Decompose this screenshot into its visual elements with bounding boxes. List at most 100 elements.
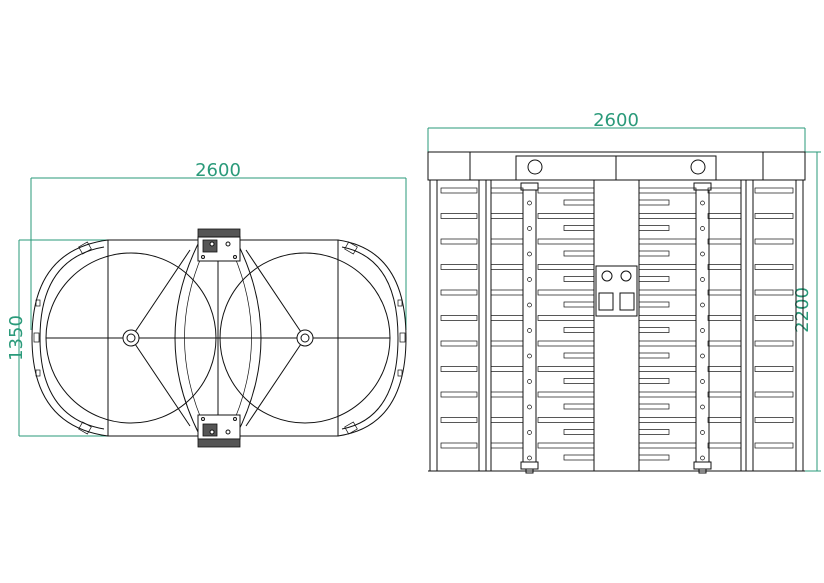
rotor-arm (638, 199, 670, 206)
front-view: 2600 2200 (427, 110, 821, 474)
rotor-arm (638, 276, 670, 282)
rotor-arm (638, 442, 697, 449)
fence-bar (754, 238, 794, 245)
rotor-arm (563, 225, 595, 231)
top-depth-label: 1350 (6, 315, 27, 361)
post-bolt (527, 353, 532, 359)
post-bolt (700, 430, 705, 435)
rotor-arm (563, 378, 595, 384)
fence-bar (754, 264, 794, 270)
rotor-arm (537, 417, 595, 423)
fence-bar (707, 391, 742, 398)
fence-bar (754, 213, 794, 219)
post-bolt (527, 404, 532, 410)
top-width-label: 2600 (195, 160, 241, 181)
fence-bar (754, 417, 794, 423)
fence-bar (754, 289, 794, 296)
fence-bar (707, 289, 742, 296)
post-bolt (700, 455, 705, 461)
center-lens (174, 239, 262, 437)
rotor-arm (638, 327, 670, 333)
front-canopy (427, 151, 806, 181)
rotor-arm (638, 264, 697, 270)
rotor-arm (563, 301, 595, 308)
rotor-arm (638, 366, 697, 372)
fence-bar (490, 417, 524, 423)
rotor-arm (563, 276, 595, 282)
fence-bar (707, 417, 742, 423)
rotor-arm (638, 429, 670, 435)
post-bolt (527, 251, 532, 257)
fence-bar (440, 187, 478, 194)
fence-bar (707, 187, 742, 194)
post-bolt (700, 302, 705, 308)
fence-bar (490, 289, 524, 296)
rotor-arm (638, 187, 697, 194)
rotor-arm (638, 391, 697, 398)
post-bolt (700, 277, 705, 282)
rotor-arm (537, 289, 595, 296)
rotor-arm (563, 199, 595, 206)
rotor-arm (638, 417, 697, 423)
fence-bar (440, 417, 478, 423)
top-view: 2600 1350 (6, 160, 407, 448)
fence-bar (440, 264, 478, 270)
rotor-arm (638, 250, 670, 257)
fence-bar (440, 391, 478, 398)
top-width-dimension: 2600 (30, 160, 407, 330)
rotor-arm (638, 340, 697, 347)
post-bolt (527, 200, 532, 206)
fence-bar (440, 340, 478, 347)
rotor-arm (563, 352, 595, 359)
fence-bar (440, 289, 478, 296)
bottom-mount-plate (197, 414, 241, 448)
fence-bar (440, 238, 478, 245)
fence-bar (707, 442, 742, 449)
rotor-arm (537, 391, 595, 398)
top-depth-dimension: 1350 (6, 239, 108, 437)
rotor-arm (638, 301, 670, 308)
post-bolt (700, 353, 705, 359)
fence-bar (707, 238, 742, 245)
post-bolt (700, 200, 705, 206)
rotor-arm (537, 442, 595, 449)
fence-bar (707, 315, 742, 321)
post-bolt (700, 328, 705, 333)
post-bolt (527, 226, 532, 231)
rotor-arm (537, 187, 595, 194)
fence-bar (754, 187, 794, 194)
rotor-arm (638, 225, 670, 231)
fence-bar (440, 213, 478, 219)
rotor-arm (638, 454, 670, 461)
rotor-arm (563, 250, 595, 257)
rotor-arm (537, 264, 595, 270)
fence-bar (707, 264, 742, 270)
post-bolt (527, 430, 532, 435)
post-bolts (527, 200, 705, 461)
fence-bar (490, 340, 524, 347)
post-bolt (527, 328, 532, 333)
post-bolt (700, 404, 705, 410)
post-bolt (527, 455, 532, 461)
rotor-arm (537, 213, 595, 219)
rotor-arm (563, 327, 595, 333)
fence-bar (440, 315, 478, 321)
post-bolt (527, 379, 532, 384)
fence-bar (754, 391, 794, 398)
fence-bar (490, 366, 524, 372)
fence-bar (754, 315, 794, 321)
rotor-arm (638, 352, 670, 359)
fence-bar (490, 187, 524, 194)
rotor-arm (537, 340, 595, 347)
fence-bar (707, 366, 742, 372)
fence-bar (754, 366, 794, 372)
post-bolt (700, 226, 705, 231)
rotor-arm (537, 315, 595, 321)
rotor-arm (537, 238, 595, 245)
post-bolt (700, 379, 705, 384)
fence-bar (490, 264, 524, 270)
rotor-arm (638, 238, 697, 245)
front-width-label: 2600 (593, 110, 639, 131)
fence-bar (490, 391, 524, 398)
